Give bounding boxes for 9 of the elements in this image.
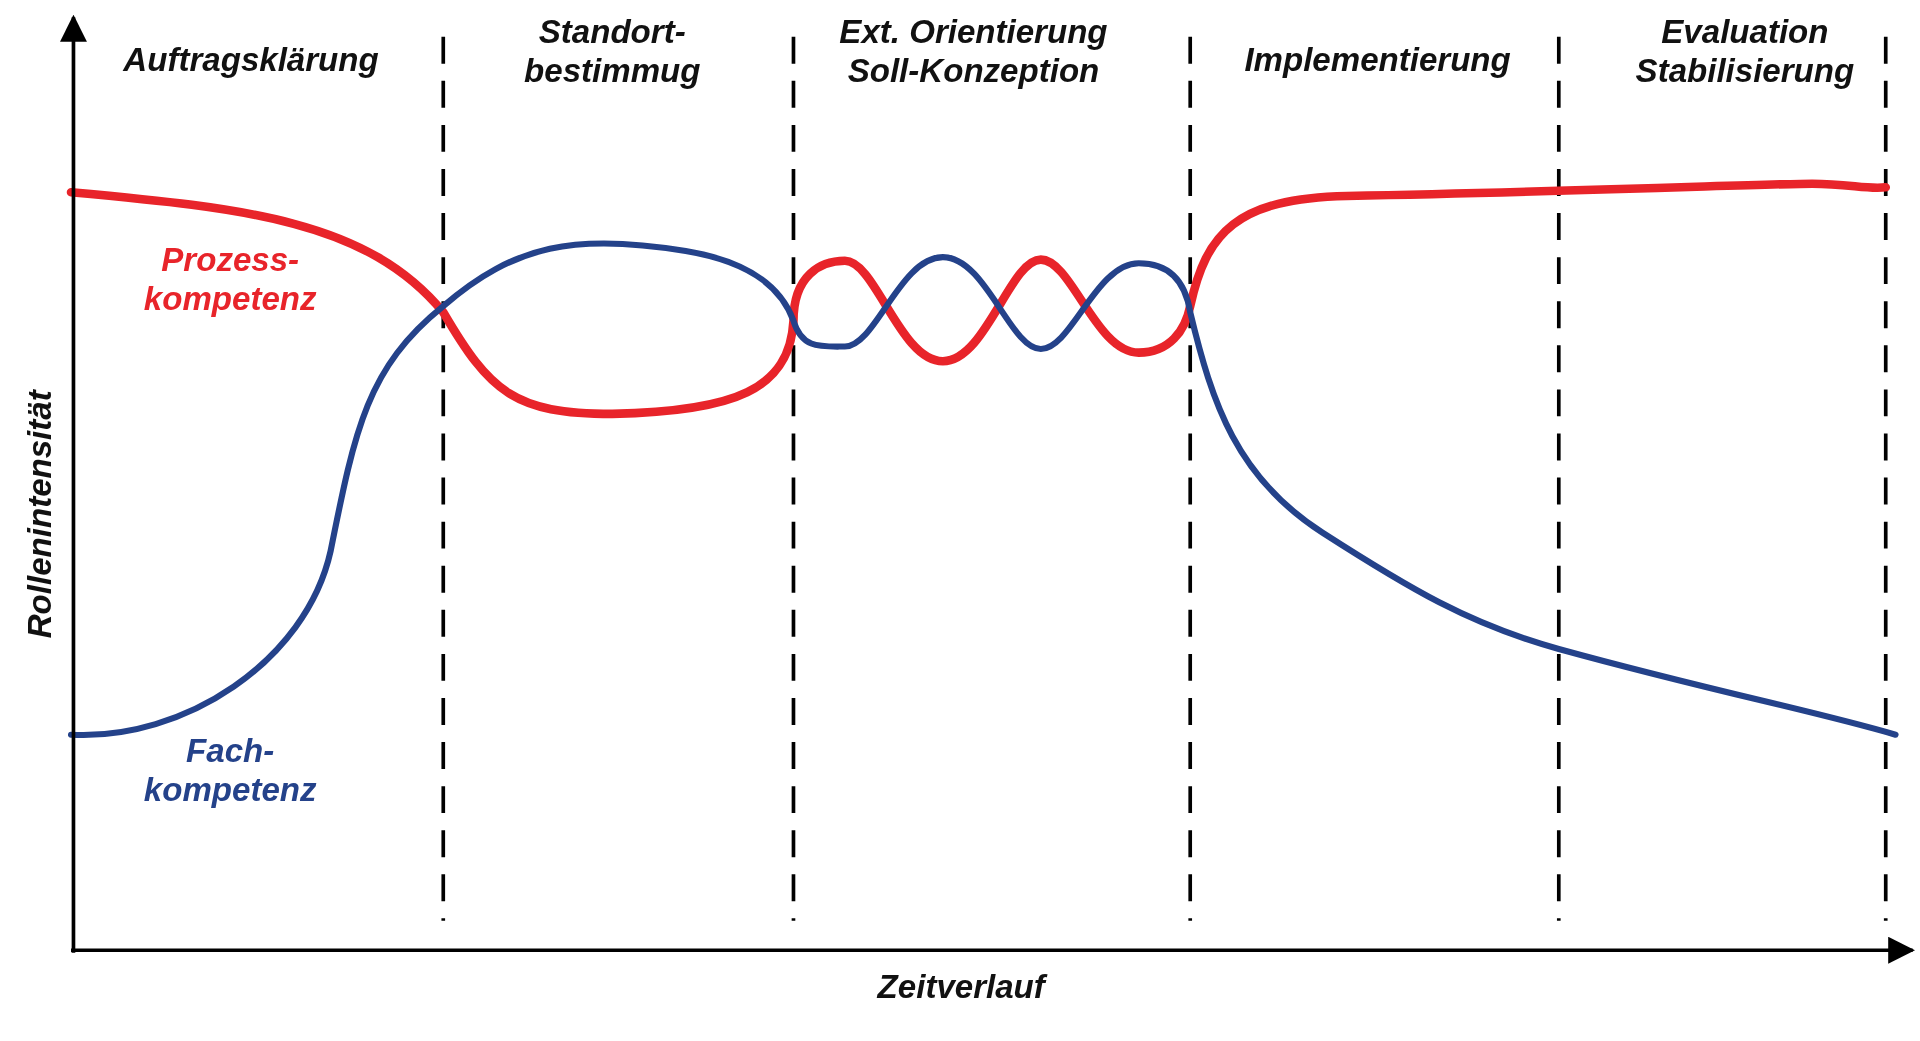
phase-heading: Evaluation Stabilisierung — [1634, 12, 1856, 92]
phase-heading: Standort- bestimmug — [523, 12, 702, 92]
phase-heading: Auftragsklärung — [122, 40, 380, 81]
phase-heading: Ext. Orientierung Soll-Konzeption — [838, 12, 1109, 92]
axis-title: Rollenintensität — [20, 390, 60, 639]
axis-title: Zeitverlauf — [777, 967, 1145, 1007]
curve-label: Prozess- kompetenz — [142, 240, 318, 320]
curve-label: Fach- kompetenz — [142, 731, 318, 811]
phase-heading: Implementierung — [1243, 40, 1512, 81]
